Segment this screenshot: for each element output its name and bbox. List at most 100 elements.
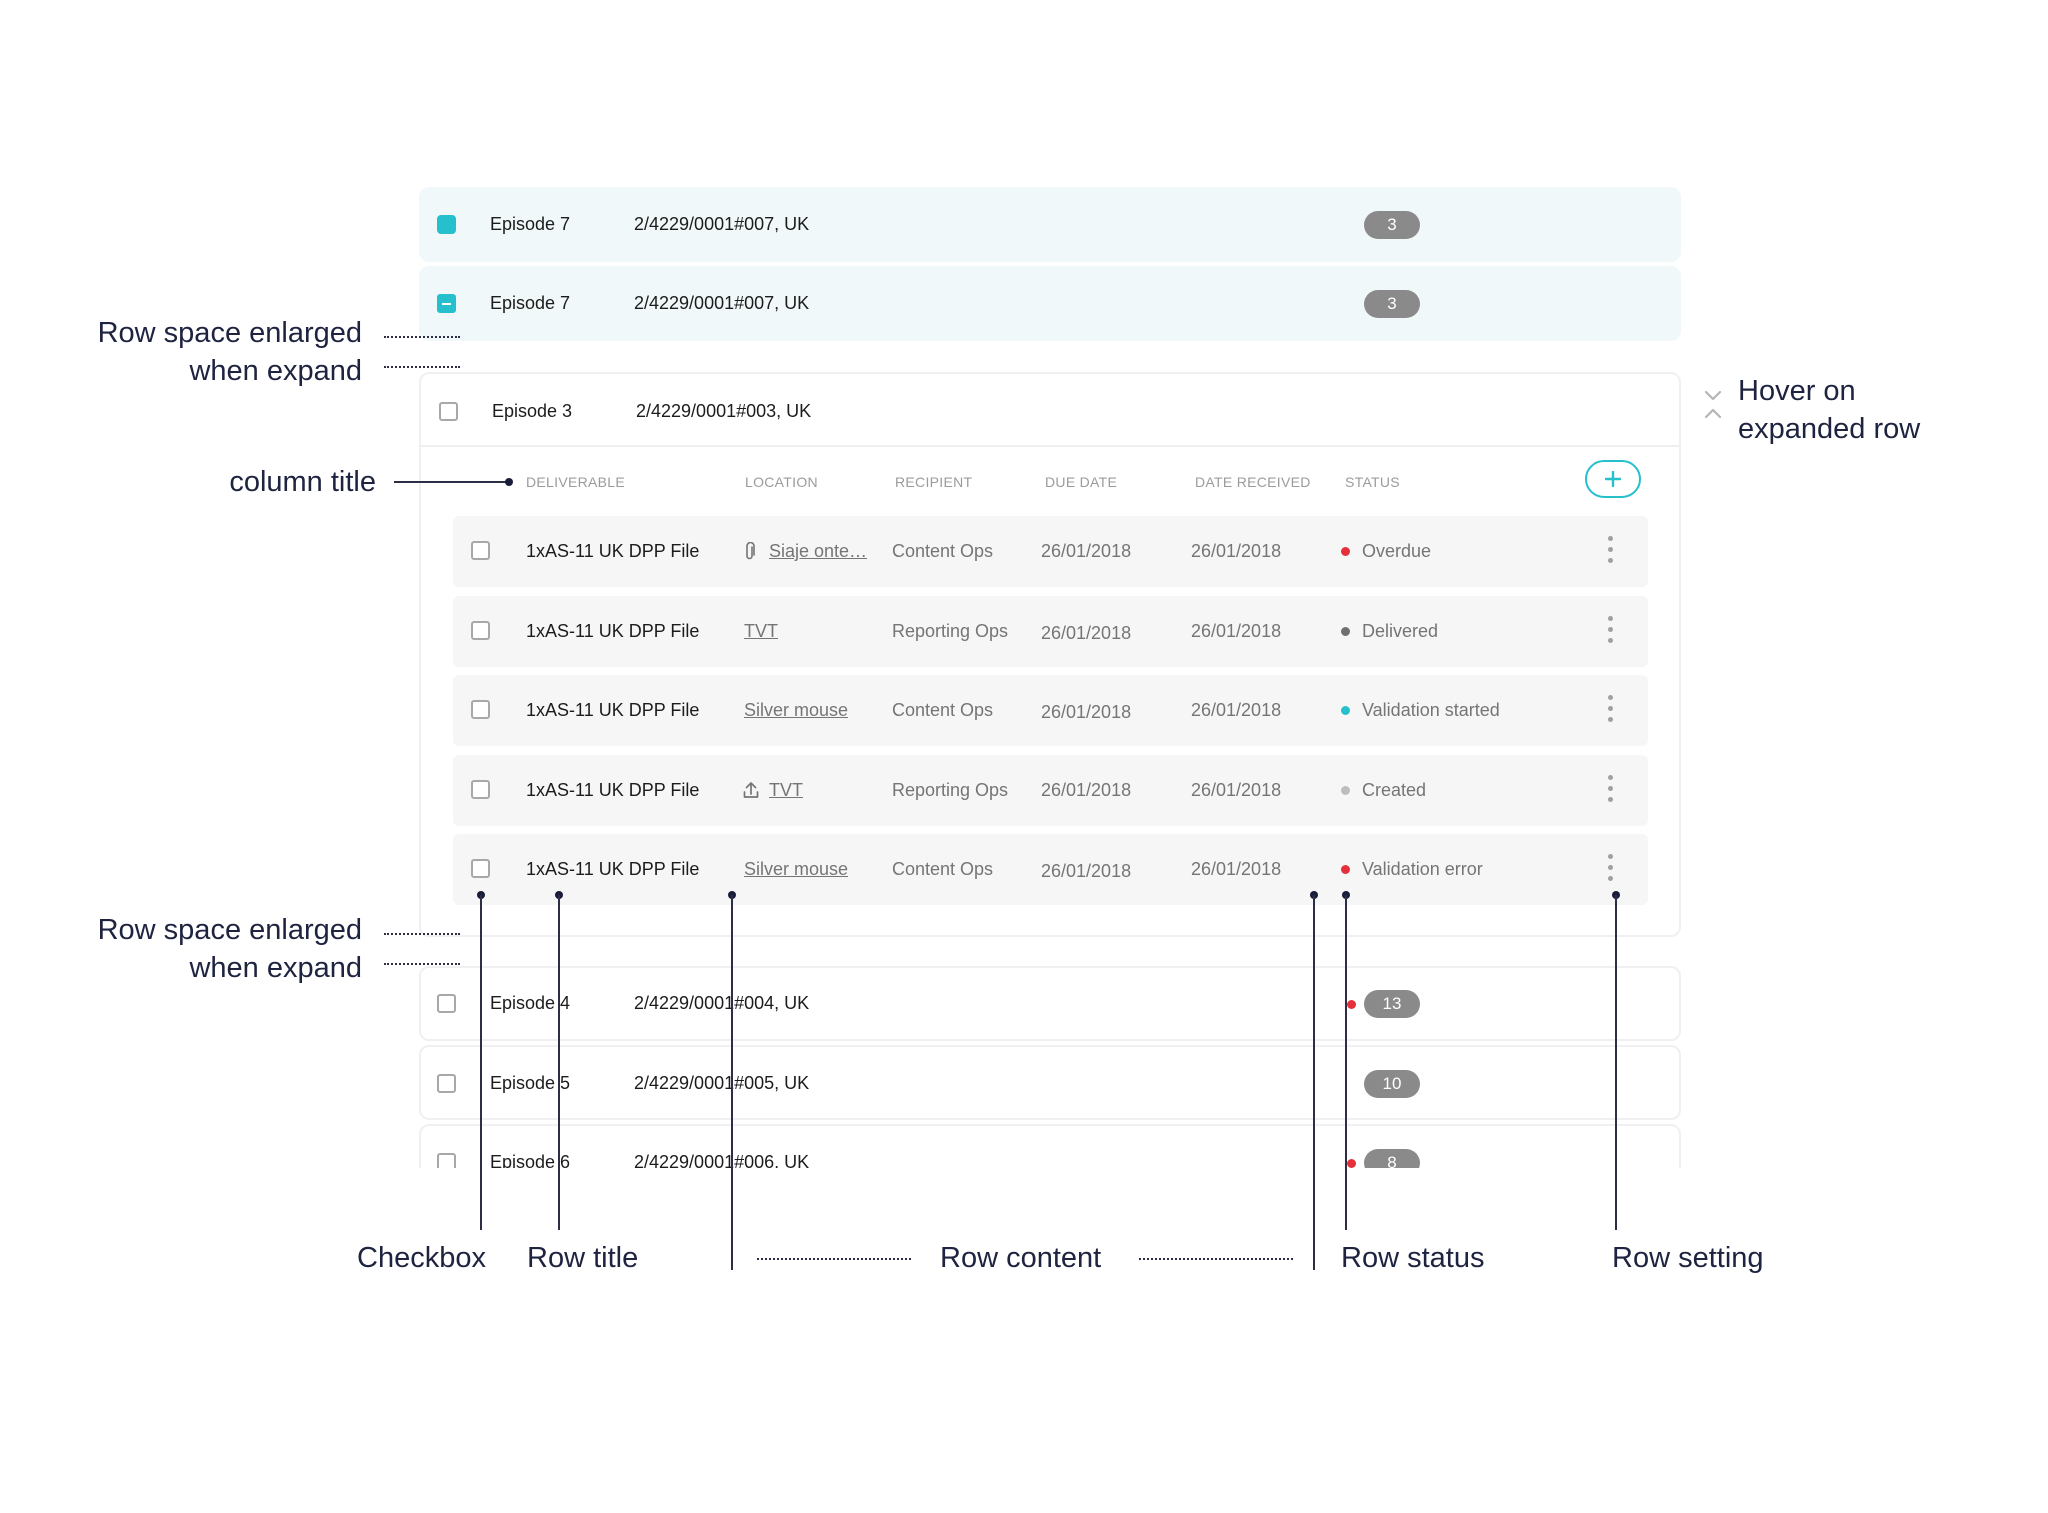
due-date-cell: 26/01/2018 <box>1041 541 1132 561</box>
more-options-icon[interactable] <box>1608 536 1614 566</box>
recipient-cell: Content Ops <box>892 700 994 720</box>
recipient-cell: Reporting Ops <box>892 621 1009 641</box>
count-badge: 3 <box>1364 290 1420 318</box>
due-date-cell: 26/01/2018 <box>1041 861 1132 881</box>
date-received-cell: 26/01/2018 <box>1191 621 1282 641</box>
episode-row[interactable]: Episode 4 2/4229/0001#004, UK 13 <box>419 966 1681 1041</box>
row-title: Episode 6 <box>490 1152 571 1172</box>
status-label: Delivered <box>1362 621 1439 641</box>
row-checkbox[interactable] <box>439 402 458 421</box>
row-checkbox[interactable] <box>471 700 490 719</box>
annotation-line <box>1345 895 1347 1230</box>
row-title: Episode 4 <box>490 993 571 1013</box>
status-label: Overdue <box>1362 541 1432 561</box>
deliverable-row[interactable]: 1xAS-11 UK DPP File TVT Reporting Ops 26… <box>453 755 1648 826</box>
location-link[interactable]: Silver mouse <box>744 700 849 720</box>
paperclip-icon <box>746 542 755 560</box>
annotation-dots <box>384 336 460 338</box>
row-checkbox[interactable] <box>437 294 456 313</box>
annotation-row-title: Row title <box>527 1242 639 1274</box>
episode-row[interactable]: Episode 7 2/4229/0001#007, UK 3 <box>419 266 1681 341</box>
annotation-dots <box>757 1258 911 1260</box>
annotation-checkbox: Checkbox <box>357 1242 486 1274</box>
location-link[interactable]: Siaje onte… <box>769 541 868 561</box>
column-title-status: STATUS <box>1345 474 1400 490</box>
annotation-line <box>558 895 560 1230</box>
annotation-line <box>480 895 482 1230</box>
row-checkbox[interactable] <box>471 621 490 640</box>
episode-row[interactable]: Episode 5 2/4229/0001#005, UK 10 <box>419 1045 1681 1120</box>
column-title-date-received: DATE RECEIVED <box>1195 474 1311 490</box>
status-dot <box>1341 547 1350 556</box>
annotation-line <box>394 481 510 483</box>
annotation-dots <box>384 933 460 935</box>
due-date-cell: 26/01/2018 <box>1041 623 1132 643</box>
recipient-cell: Content Ops <box>892 859 994 879</box>
date-received-cell: 26/01/2018 <box>1191 859 1282 879</box>
status-dot <box>1341 627 1350 636</box>
date-received-cell: 26/01/2018 <box>1191 780 1282 800</box>
upload-icon <box>743 782 759 798</box>
due-date-cell: 26/01/2018 <box>1041 780 1132 800</box>
status-label: Created <box>1362 780 1427 800</box>
due-date-cell: 26/01/2018 <box>1041 702 1132 722</box>
row-code: 2/4229/0001#007, UK <box>634 214 810 234</box>
annotation-column-title: column title <box>229 466 376 498</box>
chevron-expand-icon <box>1704 390 1722 419</box>
add-button[interactable] <box>1585 460 1641 498</box>
annotation-line <box>1615 895 1617 1230</box>
annotation-row-status: Row status <box>1341 1242 1485 1274</box>
deliverable-row[interactable]: 1xAS-11 UK DPP File Silver mouse Content… <box>453 675 1648 746</box>
row-checkbox[interactable] <box>437 1074 456 1093</box>
row-checkbox[interactable] <box>471 780 490 799</box>
location-link[interactable]: TVT <box>744 621 778 641</box>
divider <box>421 445 1679 447</box>
row-title: Episode 5 <box>490 1073 571 1093</box>
recipient-cell: Content Ops <box>892 541 994 561</box>
date-received-cell: 26/01/2018 <box>1191 541 1282 561</box>
status-dot <box>1341 786 1350 795</box>
row-title: Episode 7 <box>490 214 571 234</box>
row-checkbox[interactable] <box>471 541 490 560</box>
row-title[interactable]: Episode 3 <box>492 401 573 421</box>
status-dot <box>1341 865 1350 874</box>
column-title-recipient: RECIPIENT <box>895 474 973 490</box>
deliverable-row[interactable]: 1xAS-11 UK DPP File Silver mouse Content… <box>453 834 1648 905</box>
status-dot <box>1341 706 1350 715</box>
row-checkbox[interactable] <box>437 994 456 1013</box>
deliverable-cell: 1xAS-11 UK DPP File <box>526 859 700 879</box>
row-code: 2/4229/0001#005, UK <box>634 1073 810 1093</box>
deliverable-cell: 1xAS-11 UK DPP File <box>526 700 700 720</box>
deliverable-row[interactable]: 1xAS-11 UK DPP File Siaje onte… Content … <box>453 516 1648 587</box>
row-title: Episode 7 <box>490 293 571 313</box>
status-label: Validation started <box>1362 700 1500 720</box>
row-code: 2/4229/0001#003, UK <box>636 401 812 421</box>
deliverable-cell: 1xAS-11 UK DPP File <box>526 541 700 561</box>
status-label: Validation error <box>1362 859 1483 879</box>
more-options-icon[interactable] <box>1608 616 1614 646</box>
count-badge: 3 <box>1364 211 1420 239</box>
more-options-icon[interactable] <box>1608 854 1614 884</box>
annotation-dots <box>384 366 460 368</box>
more-options-icon[interactable] <box>1608 775 1614 805</box>
annotation-row-setting: Row setting <box>1612 1242 1764 1274</box>
row-code: 2/4229/0001#004, UK <box>634 993 810 1013</box>
location-link[interactable]: Silver mouse <box>744 859 849 879</box>
column-title-deliverable: DELIVERABLE <box>526 474 626 490</box>
deliverable-cell: 1xAS-11 UK DPP File <box>526 621 700 641</box>
annotation-dots <box>1139 1258 1293 1260</box>
deliverable-row[interactable]: 1xAS-11 UK DPP File TVT Reporting Ops 26… <box>453 596 1648 667</box>
more-options-icon[interactable] <box>1608 695 1614 725</box>
count-badge: 13 <box>1364 990 1420 1018</box>
row-code: 2/4229/0001#007, UK <box>634 293 810 313</box>
row-code: 2/4229/0001#006, UK <box>634 1152 810 1172</box>
annotation-line <box>1313 895 1315 1270</box>
episode-row[interactable]: Episode 7 2/4229/0001#007, UK 3 <box>419 187 1681 262</box>
annotation-line <box>731 895 733 1270</box>
annotation-dot <box>505 478 513 486</box>
row-checkbox[interactable] <box>437 215 456 234</box>
row-checkbox[interactable] <box>471 859 490 878</box>
location-link[interactable]: TVT <box>769 780 803 800</box>
column-title-due-date: DUE DATE <box>1045 474 1118 490</box>
